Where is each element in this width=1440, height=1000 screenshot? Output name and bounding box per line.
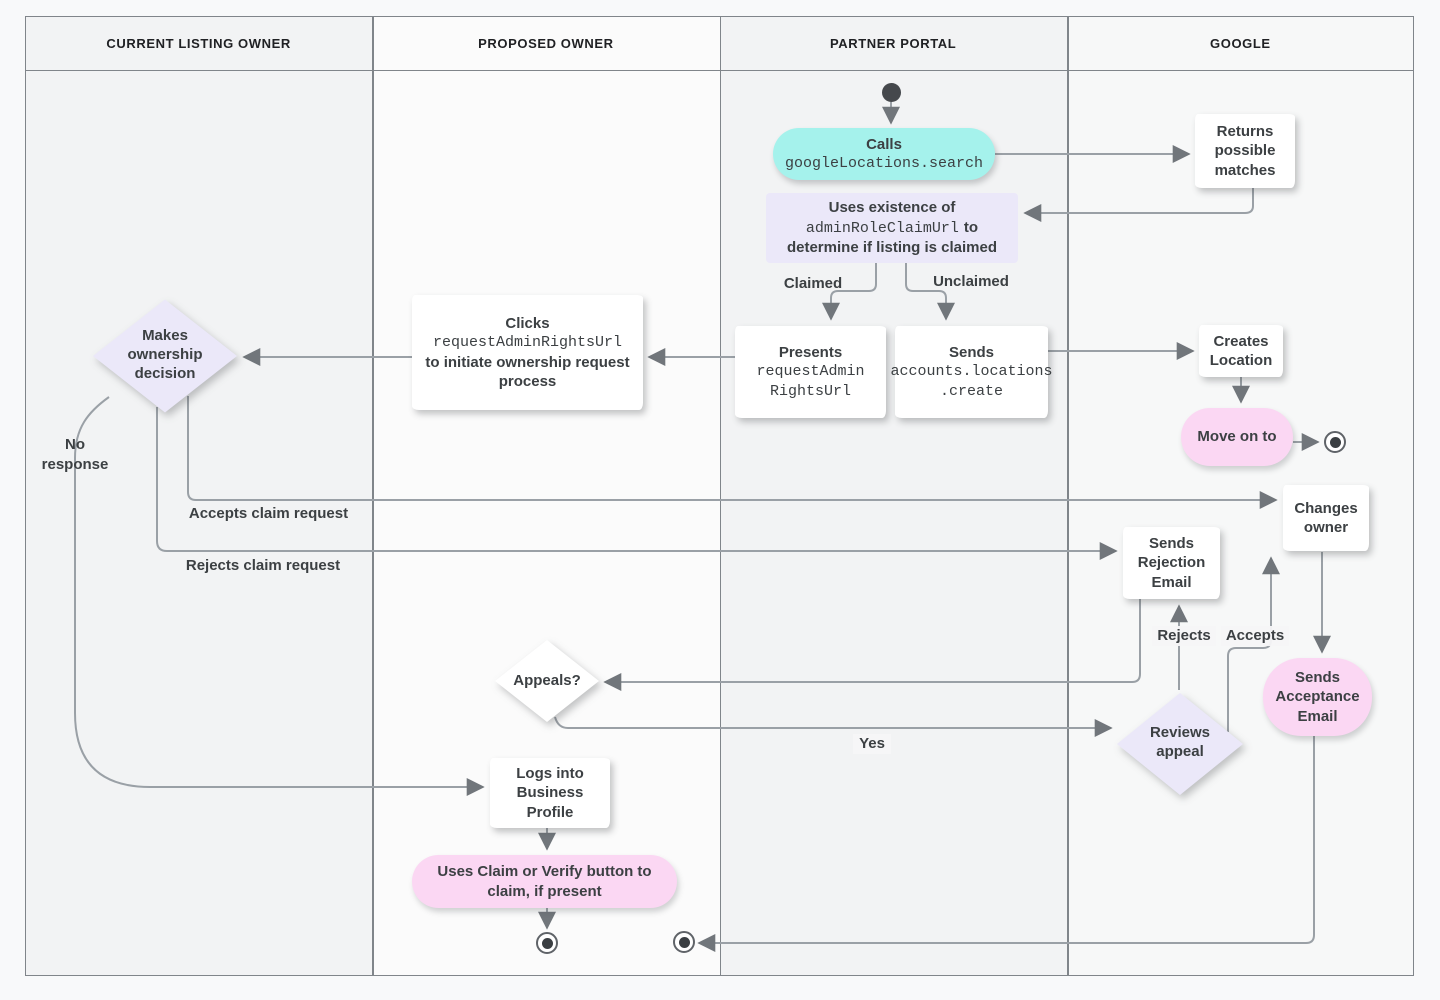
step-rest: to initiate ownership request process	[425, 353, 630, 391]
step-title: Logs into Business Profile	[516, 764, 584, 821]
step-title: Sends Acceptance Email	[1275, 668, 1360, 725]
step-title: Returns possible matches	[1214, 122, 1276, 179]
step-title: Creates Location	[1209, 332, 1273, 370]
lane-header-row: CURRENT LISTING OWNER PROPOSED OWNER PAR…	[25, 16, 1414, 71]
step-title: Presents	[778, 343, 843, 361]
makes-ownership-decision-step: Makes ownership decision	[127, 327, 203, 382]
lane-header-proposed-owner: PROPOSED OWNER	[478, 35, 614, 51]
edge-label-rejects: Rejects	[1152, 626, 1216, 646]
step-line2-suffix: to	[963, 218, 979, 236]
returns-possible-matches-step: Returns possible matches	[1195, 114, 1295, 188]
end-node-claim-flow	[536, 932, 558, 954]
sends-rejection-email-step: Sends Rejection Email	[1123, 527, 1220, 599]
api-field-text: adminRoleClaimUrl	[805, 219, 959, 237]
uses-claim-or-verify-step: Uses Claim or Verify button to claim, if…	[412, 855, 677, 908]
step-title: Changes owner	[1294, 499, 1358, 537]
lane-divider	[372, 16, 374, 976]
end-node-acceptance-flow	[673, 931, 695, 953]
lane-header-google: GOOGLE	[1210, 35, 1271, 51]
start-node	[882, 83, 901, 102]
api-method-text: .create	[939, 382, 1003, 400]
reviews-appeal-step: Reviews appeal	[1149, 724, 1211, 760]
step-line3: determine if listing is claimed	[786, 239, 998, 257]
end-node-google	[1324, 431, 1346, 453]
api-field-text: requestAdmin	[756, 363, 865, 381]
step-title: Sends	[948, 343, 994, 361]
edge-label-no-response: No response	[41, 436, 109, 473]
step-title: Uses Claim or Verify button to claim, if…	[437, 863, 652, 900]
sends-accounts-locations-create-step: Sends accounts.locations .create	[890, 326, 1053, 418]
api-field-text: RightsUrl	[769, 382, 851, 400]
edge-label-accepts-claim-request: Accepts claim request	[188, 505, 349, 522]
step-title: Sends Rejection Email	[1137, 534, 1206, 591]
logs-into-business-profile-step: Logs into Business Profile	[490, 758, 610, 828]
step-title: Calls	[866, 135, 902, 153]
edge-label-unclaimed: Unclaimed	[933, 273, 1009, 290]
edge-label-accepts: Accepts	[1221, 626, 1289, 646]
api-field-text: requestAdminRightsUrl	[432, 334, 623, 351]
move-on-to-step: Move on to	[1181, 408, 1293, 466]
changes-owner-step: Changes owner	[1283, 485, 1369, 551]
step-title: Move on to	[1197, 428, 1277, 446]
step-line1: Uses existence of	[828, 199, 956, 217]
creates-location-step: Creates Location	[1199, 325, 1283, 377]
edge-label-rejects-claim-request: Rejects claim request	[185, 557, 341, 574]
appeals-decision-step: Appeals?	[513, 672, 581, 689]
lane-current-listing-owner	[25, 16, 372, 976]
uses-admin-role-claim-url-step: Uses existence of adminRoleClaimUrl to d…	[766, 193, 1018, 263]
sends-acceptance-email-step: Sends Acceptance Email	[1263, 658, 1372, 736]
api-method-text: accounts.locations	[890, 363, 1053, 381]
step-title: Clicks	[505, 314, 550, 332]
calls-google-locations-search-step: Calls googleLocations.search	[773, 128, 995, 180]
presents-request-admin-rights-url-step: Presents requestAdmin RightsUrl	[735, 326, 886, 418]
clicks-request-admin-rights-url-step: Clicks requestAdminRightsUrl to initiate…	[412, 295, 643, 410]
edge-label-yes: Yes	[853, 734, 891, 754]
lane-divider	[719, 16, 721, 976]
lane-header-partner-portal: PARTNER PORTAL	[829, 35, 957, 51]
lane-divider	[1067, 16, 1069, 976]
lane-proposed-owner	[372, 16, 720, 976]
api-method-text: googleLocations.search	[784, 155, 984, 172]
edge-label-claimed: Claimed	[783, 275, 843, 292]
lane-header-current-listing-owner: CURRENT LISTING OWNER	[106, 35, 291, 51]
